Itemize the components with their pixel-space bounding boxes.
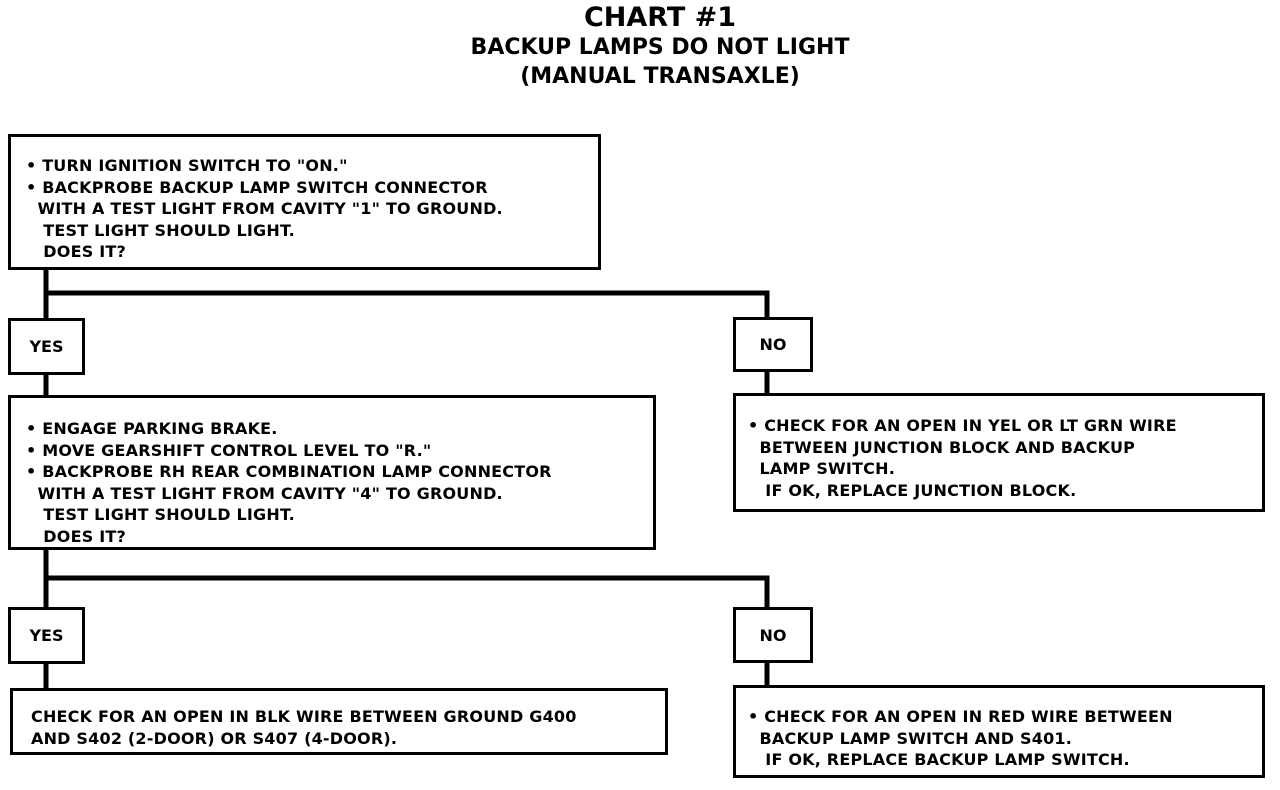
no2-action-line: • CHECK FOR AN OPEN IN RED WIRE BETWEEN	[748, 707, 1173, 726]
step2-line: • BACKPROBE RH REAR COMBINATION LAMP CON…	[26, 462, 552, 481]
no1-action-box: • CHECK FOR AN OPEN IN YEL OR LT GRN WIR…	[733, 393, 1265, 512]
step2-line: • MOVE GEARSHIFT CONTROL LEVEL TO "R."	[26, 440, 432, 460]
no2-action-line: BACKUP LAMP SWITCH AND S401.	[748, 728, 1073, 748]
step1-line: • TURN IGNITION SWITCH TO "ON."	[26, 156, 348, 175]
step1-line: • BACKPROBE BACKUP LAMP SWITCH CONNECTOR	[26, 177, 488, 197]
no-branch-label: NO	[733, 317, 813, 372]
step2-line: • ENGAGE PARKING BRAKE.	[26, 419, 278, 438]
step1-check-box: • TURN IGNITION SWITCH TO "ON." • BACKPR…	[8, 134, 601, 270]
yes2-action-line: AND S402 (2-DOOR) OR S407 (4-DOOR).	[31, 728, 398, 748]
yes-branch-label: YES	[8, 607, 85, 664]
no-branch-label: NO	[733, 607, 813, 663]
no1-action-line: LAMP SWITCH.	[748, 459, 895, 478]
chart-title: CHART #1	[583, 2, 737, 33]
step2-line: DOES IT?	[26, 526, 126, 546]
chart-subtitle: BACKUP LAMPS DO NOT LIGHT	[470, 35, 850, 60]
no2-action-box: • CHECK FOR AN OPEN IN RED WIRE BETWEEN …	[733, 685, 1265, 778]
step1-line: DOES IT?	[26, 242, 126, 261]
yes-branch-label: YES	[8, 318, 85, 375]
step2-line: TEST LIGHT SHOULD LIGHT.	[26, 505, 295, 524]
step1-line: WITH A TEST LIGHT FROM CAVITY "1" TO GRO…	[26, 199, 503, 218]
no1-action-line: IF OK, REPLACE JUNCTION BLOCK.	[748, 480, 1077, 500]
yes2-action-line: CHECK FOR AN OPEN IN BLK WIRE BETWEEN GR…	[31, 707, 577, 726]
chart-subtitle-condition: (MANUAL TRANSAXLE)	[520, 64, 800, 89]
step2-check-box: • ENGAGE PARKING BRAKE. • MOVE GEARSHIFT…	[8, 395, 656, 550]
step1-line: TEST LIGHT SHOULD LIGHT.	[26, 220, 295, 240]
yes2-action-box: CHECK FOR AN OPEN IN BLK WIRE BETWEEN GR…	[10, 688, 668, 755]
no1-action-line: • CHECK FOR AN OPEN IN YEL OR LT GRN WIR…	[748, 416, 1177, 435]
step2-line: WITH A TEST LIGHT FROM CAVITY "4" TO GRO…	[26, 483, 503, 503]
no1-action-line: BETWEEN JUNCTION BLOCK AND BACKUP	[748, 437, 1136, 457]
no2-action-line: IF OK, REPLACE BACKUP LAMP SWITCH.	[748, 750, 1130, 769]
